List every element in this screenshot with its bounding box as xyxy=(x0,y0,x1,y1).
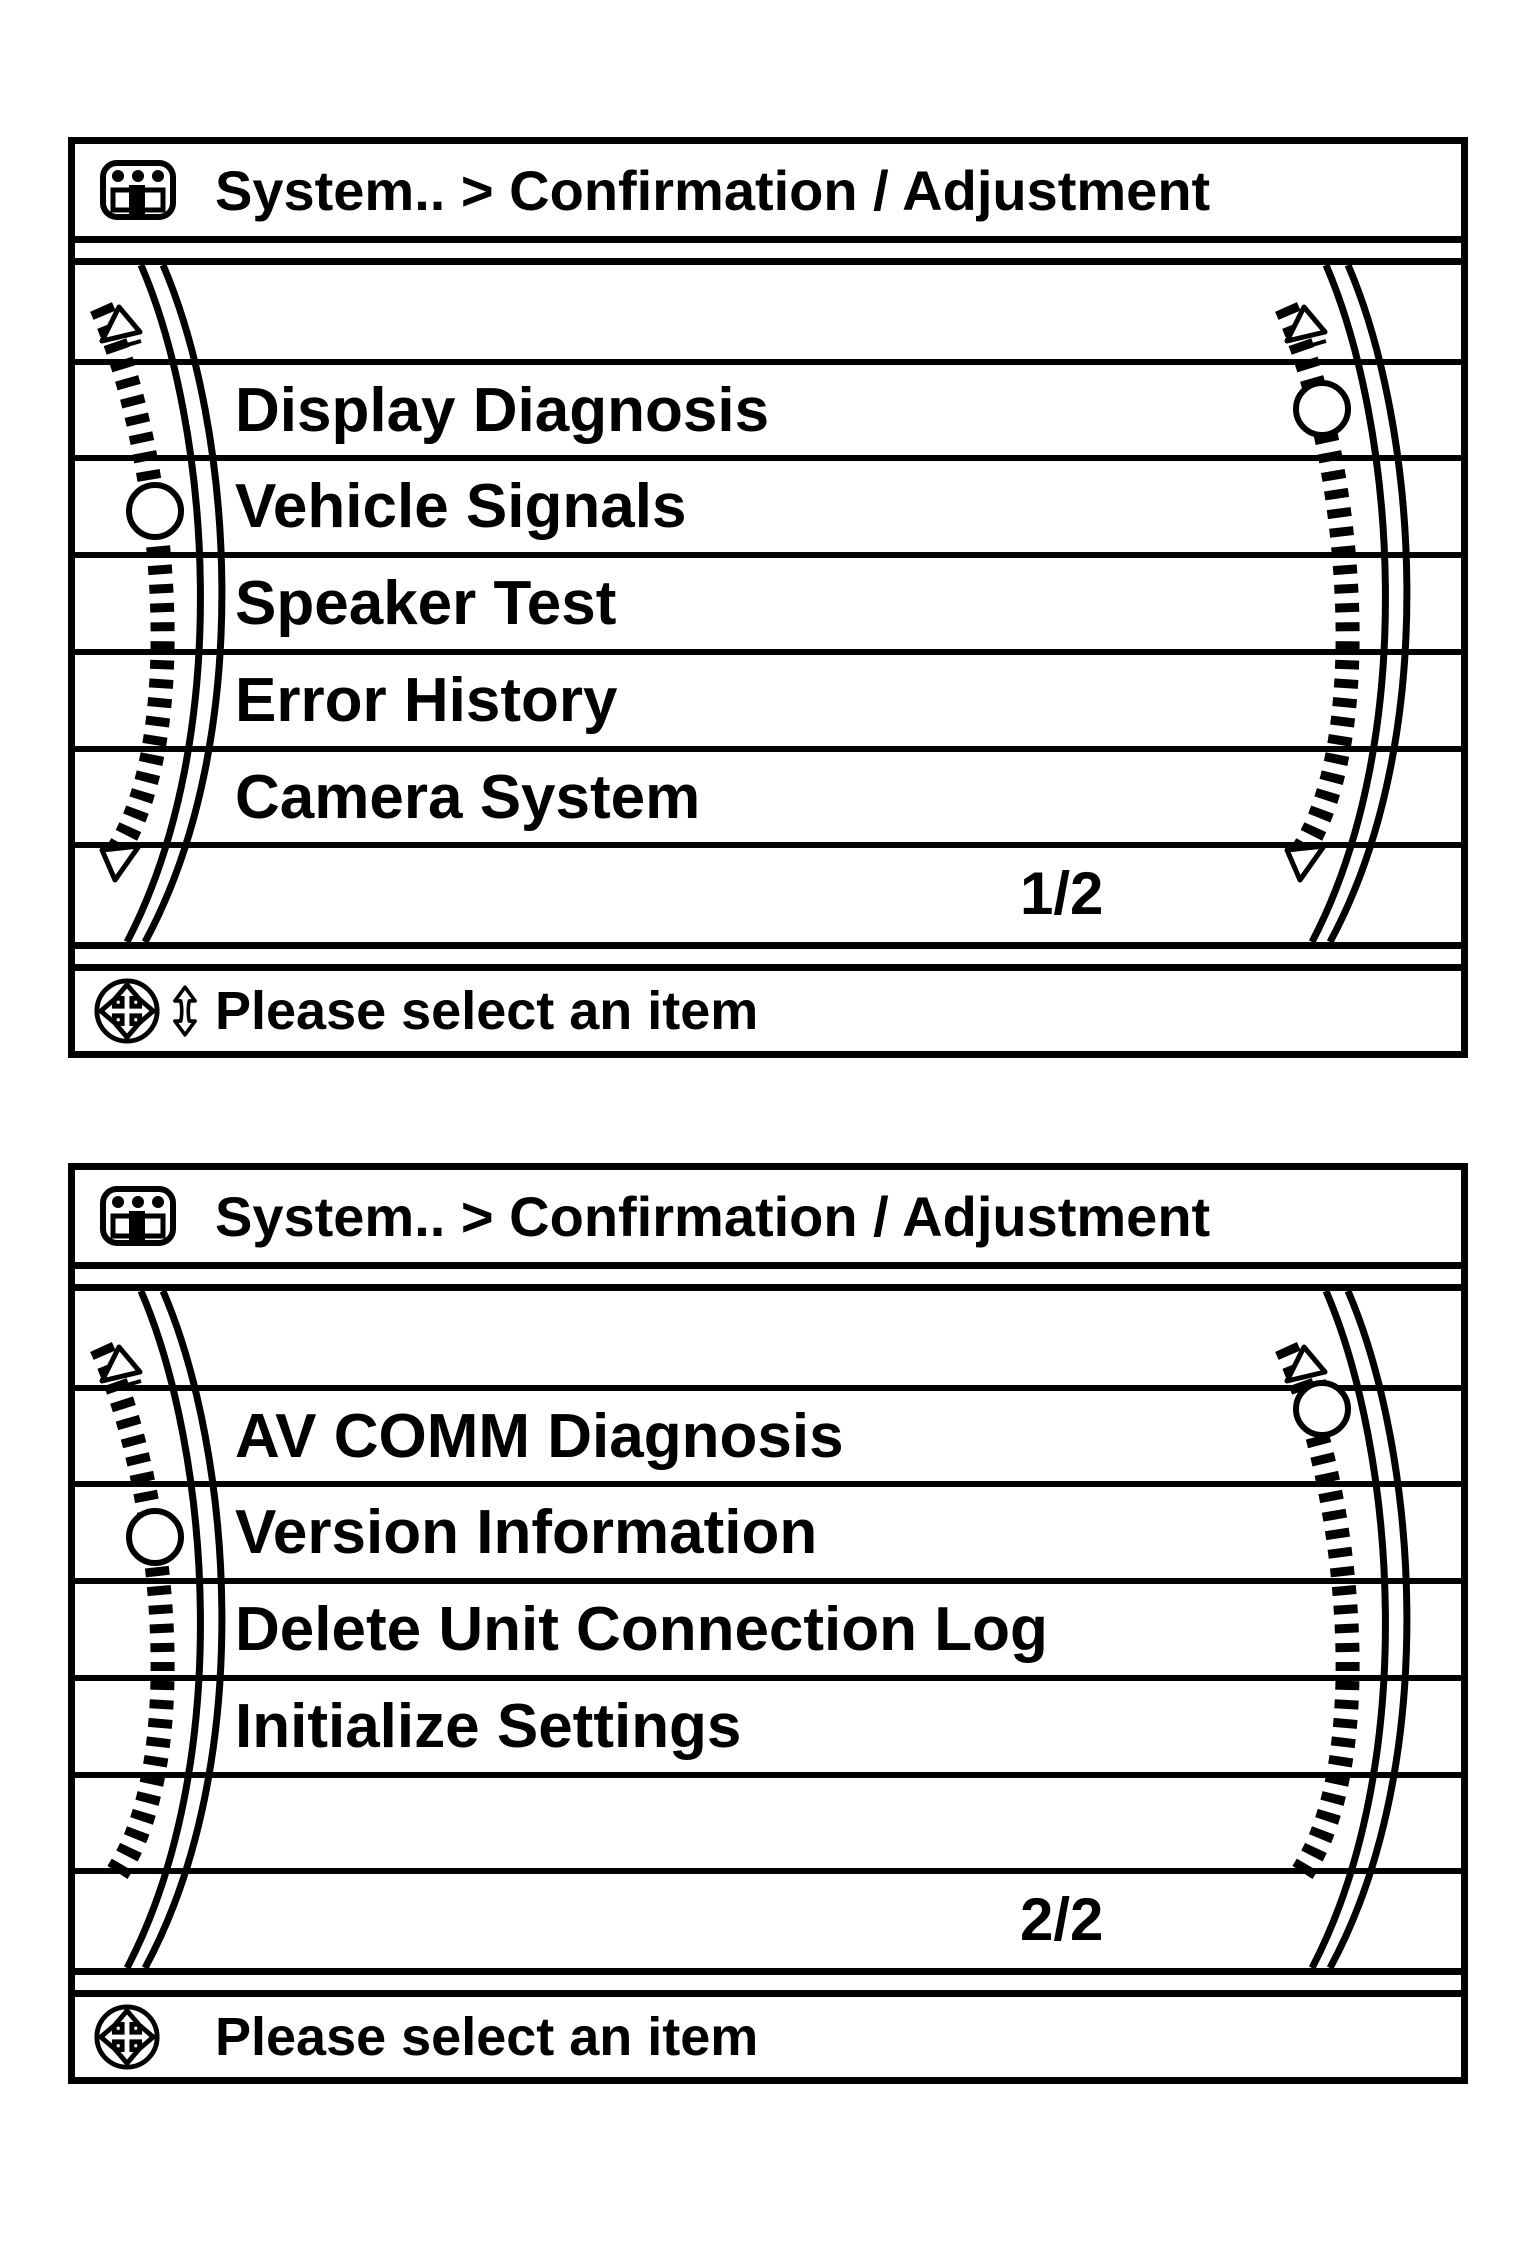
left-rail-inner xyxy=(141,1291,226,1968)
divider-strip xyxy=(75,949,1461,971)
list-item[interactable]: Delete Unit Connection Log xyxy=(235,1595,1048,1664)
row-divider-lines xyxy=(75,1385,1461,1874)
divider-strip xyxy=(75,243,1461,265)
right-scrollbar xyxy=(1275,265,1411,942)
scroll-down-arrow-icon[interactable] xyxy=(1284,843,1327,883)
page-indicator: 2/2 xyxy=(1020,1886,1104,1953)
list-item[interactable]: Version Information xyxy=(235,1498,818,1567)
list-item[interactable]: Camera System xyxy=(235,763,701,832)
left-rail-outer xyxy=(123,1291,204,1968)
scroll-knob-icon[interactable] xyxy=(126,482,184,540)
page-title: System.. > Confirmation / Adjustment xyxy=(215,158,1211,222)
list-item[interactable]: Vehicle Signals xyxy=(235,472,687,541)
dpad-icon xyxy=(94,2004,160,2070)
left-rail-outer xyxy=(123,265,204,942)
scroll-up-arrow-icon[interactable] xyxy=(99,1344,143,1384)
status-icons xyxy=(93,2003,161,2071)
screen-panel-2: System.. > Confirmation / Adjustment xyxy=(68,1163,1468,2084)
list-item[interactable]: Display Diagnosis xyxy=(235,376,770,445)
list-item[interactable]: Initialize Settings xyxy=(235,1692,742,1761)
screen-panel-1: System.. > Confirmation / Adjustment xyxy=(68,137,1468,1058)
right-rail-outer xyxy=(1308,265,1389,942)
page-indicator: 1/2 xyxy=(1020,860,1104,927)
right-rail-outer xyxy=(1308,1291,1389,1968)
list-item[interactable]: AV COMM Diagnosis xyxy=(235,1402,844,1471)
dpad-icon xyxy=(94,978,160,1044)
divider-strip xyxy=(75,1975,1461,1997)
left-rail-inner xyxy=(141,265,226,942)
scroll-knob-icon[interactable] xyxy=(1293,380,1351,438)
list-item[interactable]: Speaker Test xyxy=(235,569,617,638)
updown-arrow-icon xyxy=(173,985,197,1037)
scroll-up-arrow-icon[interactable] xyxy=(1284,1344,1328,1384)
arrow-tick xyxy=(112,339,142,351)
scroll-up-arrow-icon[interactable] xyxy=(1284,304,1328,344)
left-tick-track[interactable] xyxy=(90,302,175,862)
status-bar: Please select an item xyxy=(75,1997,1461,2077)
right-rail-inner xyxy=(1326,1291,1411,1968)
left-tick-track[interactable] xyxy=(90,1341,175,1883)
scroll-decoration xyxy=(75,1291,1461,1968)
left-scrollbar xyxy=(90,1291,226,1968)
status-message: Please select an item xyxy=(215,2007,759,2067)
title-bar: System.. > Confirmation / Adjustment xyxy=(75,1170,1461,1269)
settings-slider-icon xyxy=(100,1186,176,1246)
status-icons xyxy=(93,977,201,1045)
menu-list: Display Diagnosis Vehicle Signals Speake… xyxy=(75,265,1461,949)
list-item[interactable]: Error History xyxy=(235,666,618,735)
right-tick-track[interactable] xyxy=(1275,302,1360,862)
scroll-down-arrow-icon[interactable] xyxy=(99,843,142,883)
scroll-knob-icon[interactable] xyxy=(1293,1380,1351,1438)
arrow-tick xyxy=(1297,339,1327,351)
left-scrollbar xyxy=(90,265,226,942)
row-divider-lines xyxy=(75,359,1461,848)
menu-list: AV COMM Diagnosis Version Information De… xyxy=(75,1291,1461,1975)
divider-strip xyxy=(75,1269,1461,1291)
page-title: System.. > Confirmation / Adjustment xyxy=(215,1184,1211,1248)
status-bar: Please select an item xyxy=(75,971,1461,1051)
scroll-decoration xyxy=(75,265,1461,942)
scroll-knob-icon[interactable] xyxy=(126,1508,184,1566)
scroll-up-arrow-icon[interactable] xyxy=(99,304,143,344)
right-scrollbar xyxy=(1275,1291,1411,1968)
settings-slider-icon xyxy=(100,160,176,220)
right-tick-track[interactable] xyxy=(1275,1341,1360,1883)
title-bar: System.. > Confirmation / Adjustment xyxy=(75,144,1461,243)
arrow-tick xyxy=(112,1379,142,1391)
right-rail-inner xyxy=(1326,265,1411,942)
status-message: Please select an item xyxy=(215,981,759,1041)
